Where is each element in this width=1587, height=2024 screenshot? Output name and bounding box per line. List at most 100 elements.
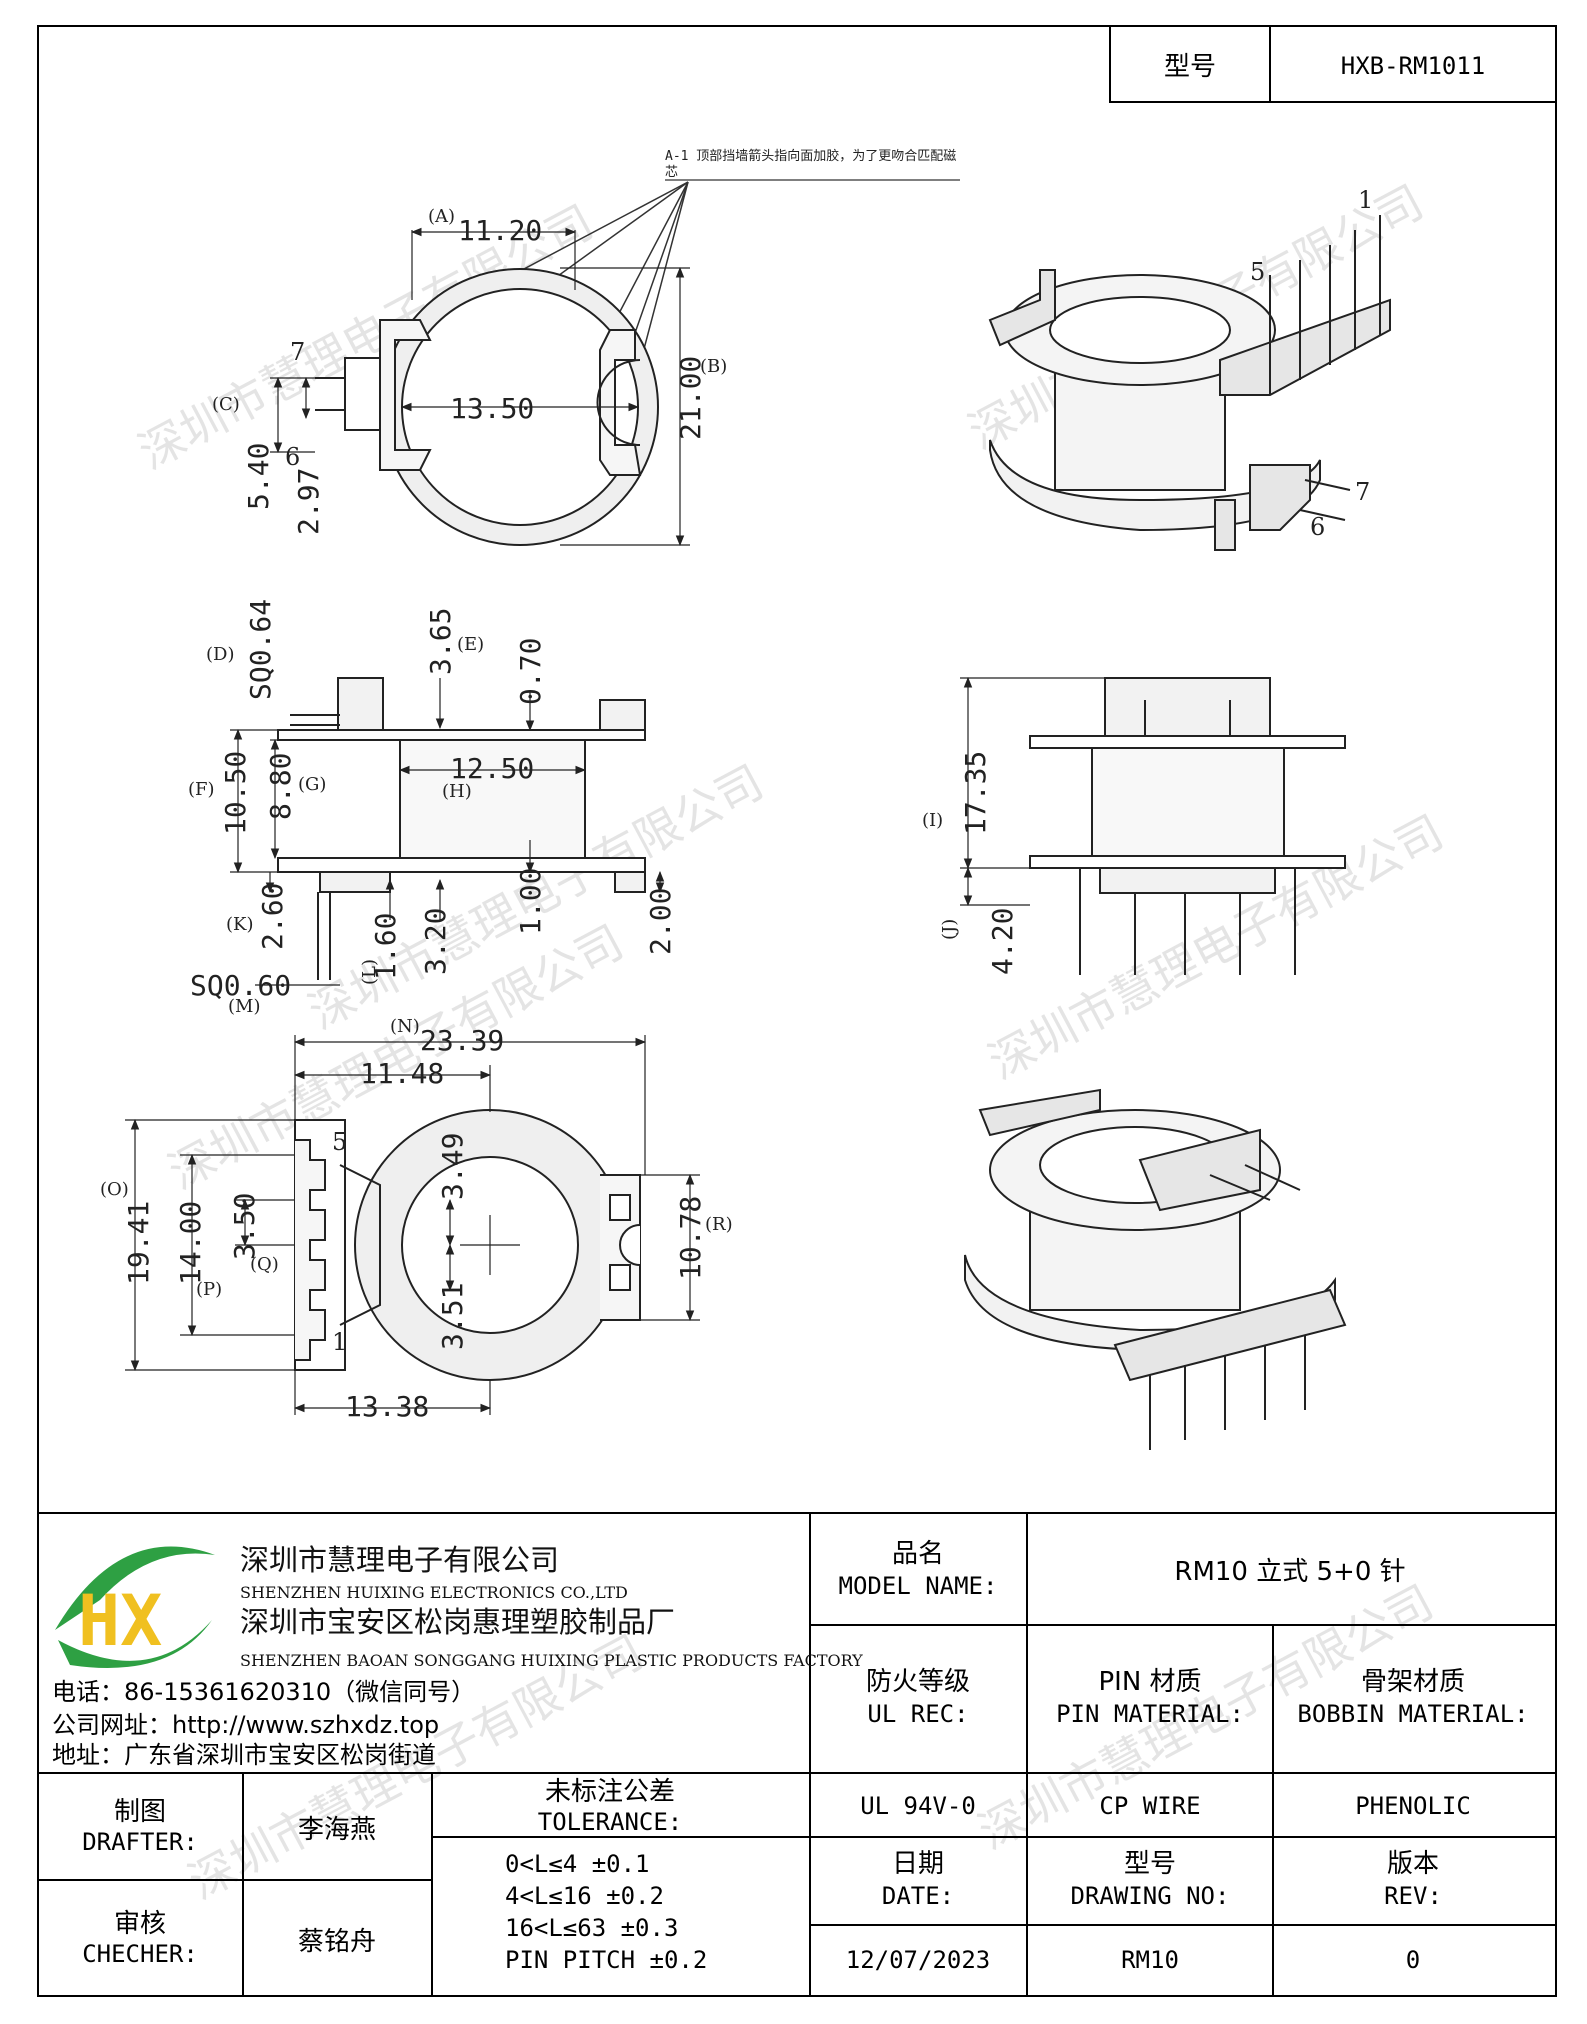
dim-b-tag: (B) bbox=[700, 356, 727, 377]
title-block bbox=[38, 1512, 1556, 1996]
dim-q-tag: (Q) bbox=[250, 1254, 279, 1275]
front-view bbox=[1029, 677, 1346, 975]
bottom-view-labels: (N) 23.39 11.48 (O) 19.41 14.00 (P) 3.50… bbox=[100, 1016, 733, 1423]
header-model-value: HXB-RM1011 bbox=[1341, 52, 1486, 80]
bottom-pin-5: 5 bbox=[332, 1128, 347, 1156]
pin-material-label-cn: PIN 材质 bbox=[1098, 1667, 1201, 1697]
dim-r-tag: (R) bbox=[705, 1214, 733, 1235]
iso-pin-1: 1 bbox=[1358, 186, 1373, 214]
dim-d-value: SQ0.64 bbox=[244, 599, 277, 700]
drawing-no-label-cn: 型号 bbox=[1124, 1849, 1176, 1879]
front-view-labels: (I) 17.35 (J) 4.20 bbox=[922, 751, 1019, 975]
dim-f-value: 10.50 bbox=[219, 751, 252, 835]
dim-2-97: 2.97 bbox=[292, 468, 325, 535]
dim-r-value: 10.78 bbox=[674, 1196, 707, 1280]
tolerance-line-3: 16<L≤63 ±0.3 bbox=[505, 1914, 678, 1942]
tolerance-line-2: 4<L≤16 ±0.2 bbox=[505, 1882, 664, 1910]
pin-6-label: 6 bbox=[285, 443, 300, 471]
dim-0-70: 0.70 bbox=[514, 638, 547, 705]
dim-d-tag: (D) bbox=[206, 644, 234, 665]
bottom-pin-1: 1 bbox=[332, 1328, 347, 1356]
dim-i-tag: (I) bbox=[922, 810, 943, 831]
bobbin-material-value: PHENOLIC bbox=[1355, 1792, 1471, 1820]
dim-13-38: 13.38 bbox=[345, 1390, 429, 1423]
dim-k-value: 2.60 bbox=[256, 883, 289, 950]
dim-p-value: 14.00 bbox=[174, 1201, 207, 1285]
factory-name-en: SHENZHEN BAOAN SONGGANG HUIXING PLASTIC … bbox=[240, 1651, 863, 1670]
note-line2: 芯 bbox=[665, 165, 678, 180]
dim-a-value: 11.20 bbox=[458, 214, 542, 247]
dim-g-value: 8.80 bbox=[264, 753, 297, 820]
top-view bbox=[270, 227, 690, 547]
dim-m-value: SQ0.60 bbox=[190, 969, 291, 1002]
company-address: 地址：广东省深圳市宝安区松岗街道 bbox=[52, 1741, 436, 1769]
logo-text: HX bbox=[78, 1580, 162, 1662]
iso-pin-5: 5 bbox=[1250, 258, 1265, 286]
dim-l-value: 1.60 bbox=[369, 913, 402, 980]
pin-7-label: 7 bbox=[290, 338, 305, 366]
iso-top-labels: 1 5 7 6 bbox=[1250, 186, 1373, 541]
iso-pin-7: 7 bbox=[1355, 478, 1370, 506]
ul-label-cn: 防火等级 bbox=[866, 1667, 970, 1697]
dim-13-50: 13.50 bbox=[450, 392, 534, 425]
ul-value: UL 94V-0 bbox=[860, 1792, 976, 1820]
header-model-box: 型号 HXB-RM1011 bbox=[1109, 25, 1557, 103]
iso-view-bottom bbox=[964, 1088, 1347, 1450]
dim-h-tag: (H) bbox=[442, 781, 472, 802]
dim-k-tag: (K) bbox=[226, 914, 254, 935]
side-view bbox=[277, 677, 646, 980]
rev-label-en: REV: bbox=[1384, 1882, 1442, 1910]
date-label-en: DATE: bbox=[882, 1882, 954, 1910]
dim-j-tag: (J) bbox=[939, 919, 960, 940]
dim-g-tag: (G) bbox=[298, 774, 326, 795]
dim-11-48: 11.48 bbox=[360, 1057, 444, 1090]
dim-m-tag: (M) bbox=[228, 996, 260, 1017]
dim-l-tag: (L) bbox=[359, 959, 380, 985]
date-value: 12/07/2023 bbox=[846, 1946, 991, 1974]
model-name-label-cn: 品名 bbox=[892, 1539, 944, 1569]
company-info: 深圳市慧理电子有限公司 SHENZHEN HUIXING ELECTRONICS… bbox=[52, 1543, 863, 1769]
drawing-no-label-en: DRAWING NO: bbox=[1071, 1882, 1230, 1910]
company-name-en: SHENZHEN HUIXING ELECTRONICS CO.,LTD bbox=[240, 1583, 628, 1602]
checker-label-en: CHECHER: bbox=[82, 1940, 198, 1968]
dim-3-49: 3.49 bbox=[436, 1133, 469, 1200]
dim-q-value: 3.50 bbox=[228, 1193, 261, 1260]
drafter-label-en: DRAFTER: bbox=[82, 1828, 198, 1856]
model-name-value: RM10 立式 5+0 针 bbox=[1174, 1557, 1405, 1587]
drafter-value: 李海燕 bbox=[298, 1815, 376, 1845]
dim-j-value: 4.20 bbox=[986, 908, 1019, 975]
dim-c-tag: (C) bbox=[212, 394, 240, 415]
bobbin-material-label-cn: 骨架材质 bbox=[1361, 1667, 1465, 1697]
ul-label-en: UL REC: bbox=[867, 1700, 968, 1728]
dim-1-00: 1.00 bbox=[514, 868, 547, 935]
title-block-cells: 品名 MODEL NAME: RM10 立式 5+0 针 防火等级 UL REC… bbox=[82, 1539, 1528, 1974]
tolerance-line-1: 0<L≤4 ±0.1 bbox=[505, 1850, 650, 1878]
checker-value: 蔡铭舟 bbox=[298, 1927, 376, 1957]
dim-o-tag: (O) bbox=[100, 1179, 129, 1200]
dim-a-tag: (A) bbox=[428, 206, 455, 227]
drawing-no-value: RM10 bbox=[1121, 1946, 1179, 1974]
tolerance-line-4: PIN PITCH ±0.2 bbox=[505, 1946, 707, 1974]
front-view-dims bbox=[960, 676, 1105, 907]
side-view-labels: (D) SQ0.64 3.65 (E) 0.70 (F) 10.50 8.80 … bbox=[188, 599, 677, 1017]
note-line1: A-1 顶部挡墙箭头指向面加胶，为了更吻合匹配磁 bbox=[665, 148, 956, 164]
dim-f-tag: (F) bbox=[188, 779, 215, 800]
drafter-label-cn: 制图 bbox=[114, 1797, 166, 1827]
pin-material-label-en: PIN MATERIAL: bbox=[1056, 1700, 1244, 1728]
factory-name-cn: 深圳市宝安区松岗惠理塑胶制品厂 bbox=[240, 1605, 675, 1639]
iso-view-top bbox=[988, 215, 1391, 551]
pin-material-value: CP WIRE bbox=[1099, 1792, 1200, 1820]
dim-h-value: 12.50 bbox=[450, 752, 534, 785]
dim-n-tag: (N) bbox=[390, 1016, 420, 1037]
company-name-cn: 深圳市慧理电子有限公司 bbox=[240, 1543, 559, 1577]
dim-e-value: 3.65 bbox=[424, 608, 457, 675]
dim-p-tag: (P) bbox=[196, 1279, 222, 1300]
dim-3-51: 3.51 bbox=[436, 1283, 469, 1350]
checker-label-cn: 审核 bbox=[114, 1909, 166, 1939]
bottom-view-dims bbox=[125, 1035, 700, 1415]
dim-e-tag: (E) bbox=[457, 634, 484, 655]
bobbin-material-label-en: BOBBIN MATERIAL: bbox=[1297, 1700, 1528, 1728]
dim-n-value: 23.39 bbox=[420, 1024, 504, 1057]
date-label-cn: 日期 bbox=[892, 1849, 944, 1879]
